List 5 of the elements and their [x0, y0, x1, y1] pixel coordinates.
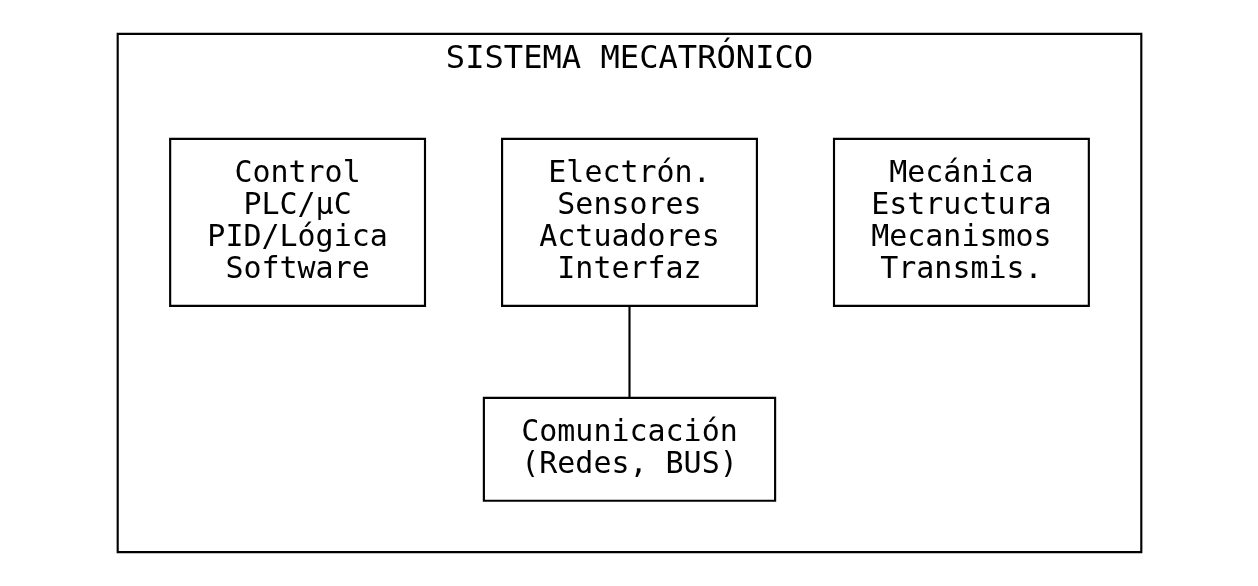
node-box: Mecánica Estructura Mecanismos Transmis.: [832, 137, 1090, 307]
node-box: Comunicación (Redes, BUS): [482, 396, 776, 502]
node-box: Electrón. Sensores Actuadores Interfaz: [500, 137, 758, 307]
connector: [627, 306, 631, 398]
node-box: Control PLC/µC PID/Lógica Software: [168, 137, 426, 307]
